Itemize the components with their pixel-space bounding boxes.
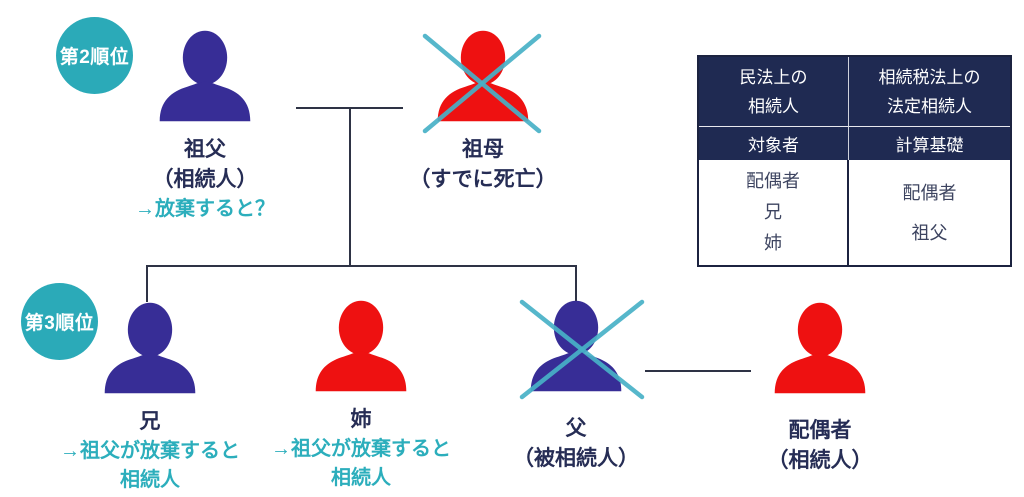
grandfather-labels: 祖父 （相続人） →放棄すると？ xyxy=(135,135,275,224)
grandmother-name: 祖母 xyxy=(462,138,504,161)
spouse-name: 配偶者 xyxy=(788,419,852,442)
brother-labels: 兄 →祖父が放棄すると 相続人 xyxy=(60,407,240,495)
person-sister: 姉 →祖父が放棄すると 相続人 xyxy=(251,298,471,493)
table-header-civil-law: 民法上の 相続人 xyxy=(699,57,849,127)
table-subheader-calc-basis: 計算基礎 xyxy=(849,127,1010,160)
sibling-line xyxy=(146,265,577,267)
sister-name: 姉 xyxy=(350,408,372,431)
person-grandmother: 祖母 （すでに死亡） xyxy=(373,28,593,195)
grandfather-role: （相続人） xyxy=(152,168,258,191)
person-brother: 兄 →祖父が放棄すると 相続人 xyxy=(40,300,260,495)
rank2-badge: 第2順位 xyxy=(56,17,133,94)
father-labels: 父 （被相続人） xyxy=(513,414,639,474)
grandmother-labels: 祖母 （すでに死亡） xyxy=(409,135,556,195)
person-icon-grandfather xyxy=(159,30,251,122)
spouse-role: （相続人） xyxy=(767,449,873,472)
rank3-badge: 第3順位 xyxy=(21,283,98,360)
brother-stub-line xyxy=(146,265,148,302)
father-spouse-marriage-line xyxy=(645,370,751,372)
table-cell-civil-heirs: 配偶者 兄 姉 xyxy=(699,160,849,265)
grandfather-name: 祖父 xyxy=(184,138,226,161)
person-grandfather: 祖父 （相続人） →放棄すると？ xyxy=(95,28,315,224)
heirs-comparison-table: 民法上の 相続人 相続税法上の 法定相続人 対象者 計算基礎 配偶者 兄 姉 配… xyxy=(697,55,1012,267)
table-header-tax-law: 相続税法上の 法定相続人 xyxy=(849,57,1010,127)
person-icon-brother xyxy=(104,302,196,394)
person-icon-father xyxy=(530,300,622,392)
table-cell-tax-heirs: 配偶者 祖父 xyxy=(902,182,957,243)
father-name: 父 xyxy=(565,417,587,440)
brother-name: 兄 xyxy=(139,410,161,433)
grandmother-status: （すでに死亡） xyxy=(409,168,557,191)
person-icon-spouse xyxy=(774,302,866,394)
descent-line xyxy=(349,107,351,267)
table-subheader-subjects: 対象者 xyxy=(699,127,849,160)
person-icon-sister xyxy=(315,300,407,392)
rank3-badge-label: 第3順位 xyxy=(24,313,95,334)
sister-labels: 姉 →祖父が放棄すると 相続人 xyxy=(271,405,451,493)
father-role: （被相続人） xyxy=(513,447,639,470)
brother-note: →祖父が放棄すると 相続人 xyxy=(60,440,240,491)
father-stub-line xyxy=(575,265,577,302)
person-icon-grandmother xyxy=(437,30,529,122)
sister-note: →祖父が放棄すると 相続人 xyxy=(271,438,451,489)
spouse-labels: 配偶者 （相続人） xyxy=(768,416,873,476)
person-spouse: 配偶者 （相続人） xyxy=(710,300,930,476)
person-father: 父 （被相続人） xyxy=(466,298,686,474)
grandfather-note: →放棄すると？ xyxy=(135,198,275,220)
rank2-badge-label: 第2順位 xyxy=(59,47,130,68)
